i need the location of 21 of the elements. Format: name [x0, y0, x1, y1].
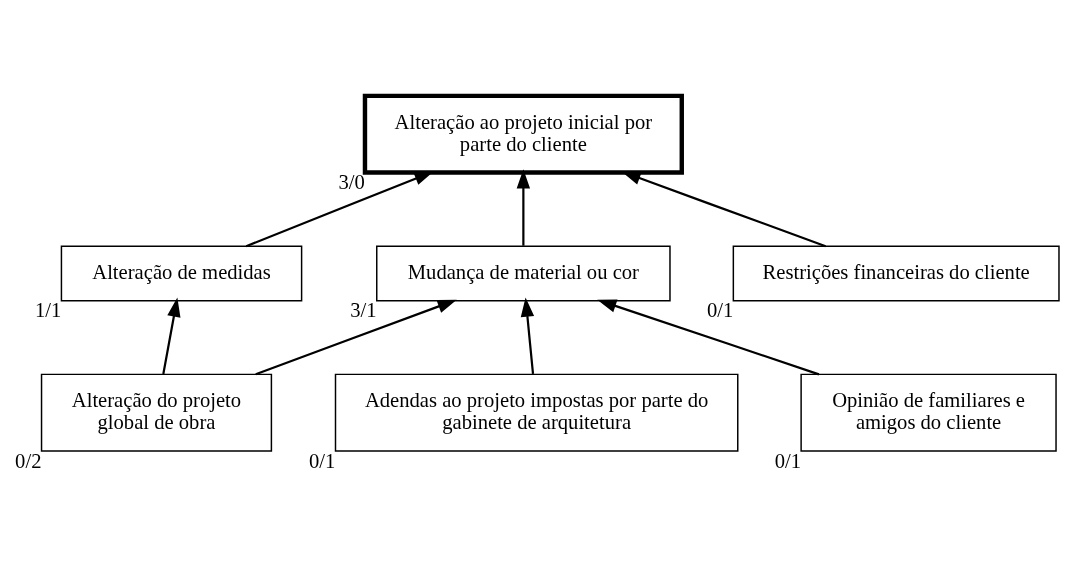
- node-box: Mudança de material ou cor: [376, 245, 671, 302]
- arrow: [597, 299, 820, 376]
- node-box: Adendas ao projeto impostas por parte do gabinete de arquitetura: [334, 373, 739, 452]
- node-label: 0/2: [15, 449, 42, 472]
- node-label: 0/1: [309, 449, 336, 472]
- node-label: 0/1: [706, 299, 734, 322]
- arrow: [520, 297, 535, 375]
- node-label: 0/1: [774, 449, 802, 472]
- arrow: [255, 299, 457, 376]
- node-box: Alteração do projeto global de obra: [40, 373, 273, 452]
- node-box: Alteração ao projeto inicial por parte do cliente: [362, 93, 684, 175]
- arrow: [516, 169, 531, 246]
- node-box: Alteração de medidas: [60, 245, 303, 302]
- arrow: [162, 297, 181, 375]
- node-box: Opinião de familiares e amigos do cliente: [800, 373, 1057, 452]
- node-label: 3/0: [338, 171, 365, 194]
- node-label: 3/1: [350, 299, 377, 322]
- arrow: [621, 171, 826, 248]
- node-label: 1/1: [35, 299, 62, 322]
- arrow: [245, 171, 434, 248]
- node-box: Restrições financeiras do cliente: [732, 245, 1060, 302]
